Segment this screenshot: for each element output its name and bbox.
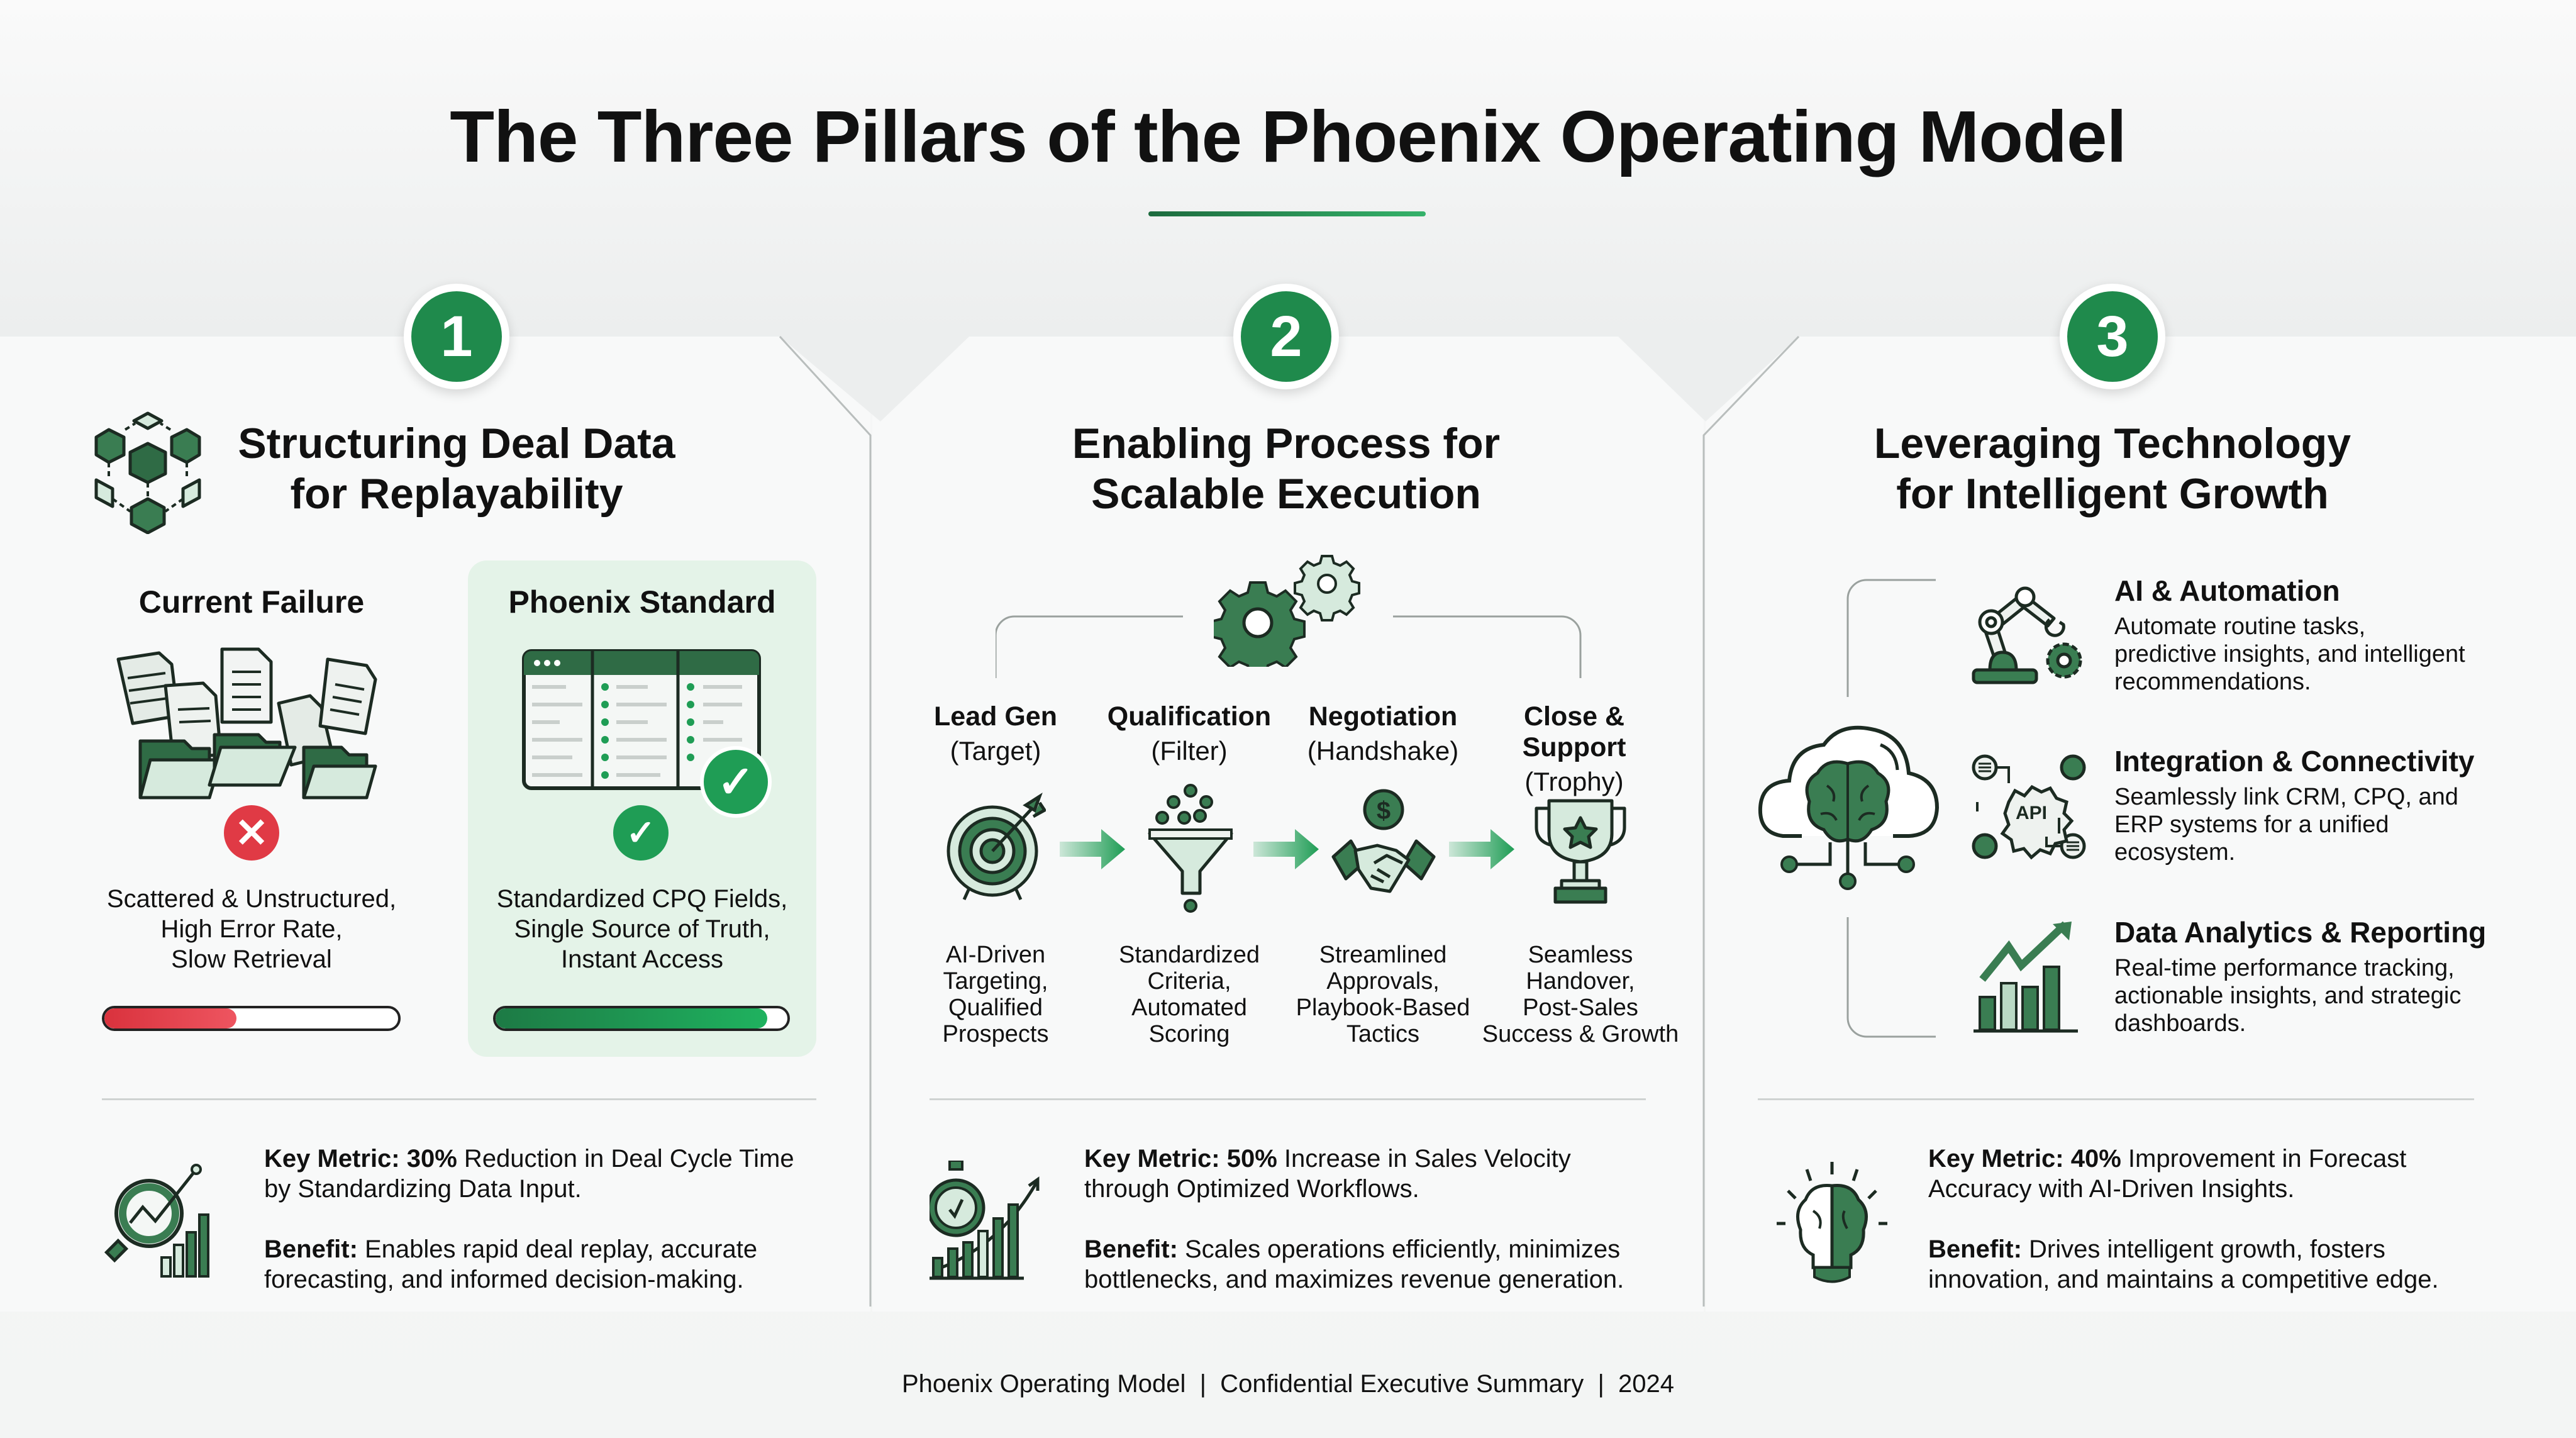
stage-name: Qualification [1107,701,1272,732]
key-metric-value: 30% [406,1145,457,1173]
benefit-label: Benefit: [1928,1235,2022,1263]
funnel-icon [1148,784,1233,913]
cube-network-icon [94,411,201,534]
pillar-3-number-badge: 3 [2060,284,2165,389]
key-metric-label: Key Metric: [264,1145,400,1173]
stopwatch-growth-icon [930,1161,1040,1280]
scattered-documents-icon [116,647,377,800]
svg-text:$: $ [1377,797,1391,825]
pillar-3-title: Leveraging Technology for Intelligent Gr… [1874,420,2351,518]
spreadsheet-check-icon [522,649,761,790]
failure-progress-bar [102,1006,401,1031]
tech-item-title: Integration & Connectivity [2114,745,2475,778]
tech-item-description: Real-time performance tracking, actionab… [2114,955,2462,1037]
cloud-brain-icon [1758,725,1940,890]
arrow-right-icon [1253,829,1319,869]
stage-description: AI-Driven Targeting, Qualified Prospects [942,942,1049,1047]
stage-negotiation-desc: Streamlined Approvals, Playbook-Based Ta… [1282,942,1484,1047]
pillar-3-benefit: Benefit: Drives intelligent growth, fost… [1928,1234,2532,1295]
x-circle-icon: ✕ [224,805,279,861]
process-bracket [996,615,1582,678]
pillar-1-title: Structuring Deal Data for Replayability [238,420,675,518]
phoenix-standard-label: Phoenix Standard [508,584,776,620]
key-metric-text: Reduction in Deal Cycle Time by Standard… [264,1145,794,1203]
pillar-2-key-metric: Key Metric: 50% Increase in Sales Veloci… [1084,1144,1688,1204]
stage-close-support-desc: Seamless Handover, Post-Sales Success & … [1480,942,1681,1047]
title-underline [1148,211,1426,216]
stage-subtitle: (Handshake) [1307,736,1459,766]
gears-icon [1214,555,1360,667]
target-icon [947,792,1046,901]
large-check-badge-icon: ✓ [700,746,772,818]
progress-fill [496,1008,767,1028]
pillar-1-benefit: Benefit: Enables rapid deal replay, accu… [264,1234,855,1295]
standard-description: Standardized CPQ Fields, Single Source o… [496,885,788,973]
trophy-icon [1535,799,1626,904]
footer: Phoenix Operating Model | Confidential E… [901,1370,1675,1398]
pillar-1-number-badge: 1 [404,284,509,389]
api-icon: API [1972,754,2086,860]
stage-negotiation: Negotiation (Handshake) [1282,701,1484,766]
stage-description: Streamlined Approvals, Playbook-Based Ta… [1296,942,1470,1047]
stage-lead-gen-desc: AI-Driven Targeting, Qualified Prospects [895,942,1096,1047]
stage-subtitle: (Filter) [1151,736,1228,766]
stage-name: Lead Gen [934,701,1057,732]
benefit-label: Benefit: [264,1235,358,1263]
failure-description: Scattered & Unstructured, High Error Rat… [106,885,397,973]
stage-name: Negotiation [1308,701,1458,732]
check-circle-icon: ✓ [613,805,669,861]
tech-item-description: Seamlessly link CRM, CPQ, and ERP system… [2114,784,2458,866]
pillar-2-divider [930,1098,1646,1100]
key-metric-text: Improvement in Forecast Accuracy with AI… [1928,1145,2407,1203]
api-label: API [2016,803,2047,823]
page-title: The Three Pillars of the Phoenix Operati… [450,96,2127,177]
pillar-2-number-badge: 2 [1233,284,1339,389]
growth-chart-icon [1974,922,2078,1033]
benefit-text: Enables rapid deal replay, accurate fore… [264,1235,758,1293]
technology-bracket [1846,579,1936,1038]
pillar-3-key-metric: Key Metric: 40% Improvement in Forecast … [1928,1144,2532,1204]
stage-lead-gen: Lead Gen (Target) [895,701,1096,766]
pillar-1-divider [102,1098,816,1100]
arrow-right-icon [1060,829,1125,869]
standard-progress-bar [493,1006,790,1031]
stage-qualification: Qualification (Filter) [1089,701,1290,766]
handshake-icon: $ [1331,789,1436,893]
magnifier-chart-icon [104,1164,209,1278]
tech-item-description: Automate routine tasks, predictive insig… [2114,613,2465,695]
stage-description: Seamless Handover, Post-Sales Success & … [1482,942,1679,1047]
robot-arm-icon [1972,586,2082,684]
pillar-3-divider [1758,1098,2474,1100]
benefit-text: Drives intelligent growth, fosters innov… [1928,1235,2439,1293]
stage-subtitle: (Trophy) [1524,767,1624,796]
stage-name: Close & Support [1522,701,1626,762]
current-failure-label: Current Failure [138,584,365,620]
stage-close-support: Close & Support (Trophy) [1474,701,1675,797]
key-metric-text: Increase in Sales Velocity through Optim… [1084,1145,1571,1203]
pillar-2-benefit: Benefit: Scales operations efficiently, … [1084,1234,1688,1295]
pillar-1-key-metric: Key Metric: 30% Reduction in Deal Cycle … [264,1144,855,1204]
benefit-text: Scales operations efficiently, minimizes… [1084,1235,1624,1293]
key-metric-value: 40% [2070,1145,2121,1173]
arrow-right-icon [1449,829,1514,869]
key-metric-label: Key Metric: [1084,1145,1220,1173]
key-metric-value: 50% [1226,1145,1277,1173]
header-band [0,0,2576,337]
benefit-label: Benefit: [1084,1235,1178,1263]
progress-fill [104,1008,237,1028]
stage-description: Standardized Criteria, Automated Scoring [1119,942,1260,1047]
tech-item-title: AI & Automation [2114,574,2340,607]
lightbulb-brain-icon [1777,1162,1887,1283]
pillar-2-title: Enabling Process for Scalable Execution [1072,420,1501,518]
stage-qualification-desc: Standardized Criteria, Automated Scoring [1089,942,1290,1047]
tech-item-title: Data Analytics & Reporting [2114,916,2487,949]
stage-subtitle: (Target) [950,736,1041,766]
key-metric-label: Key Metric: [1928,1145,2064,1173]
